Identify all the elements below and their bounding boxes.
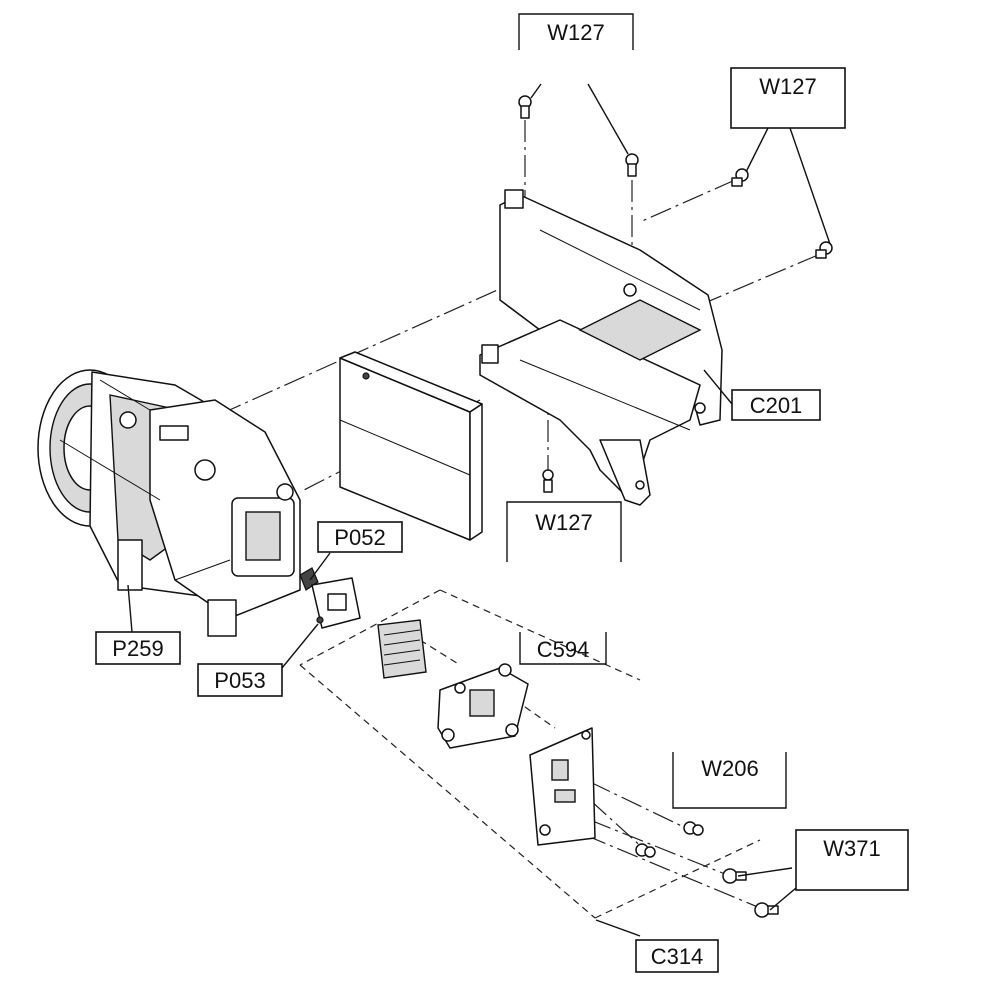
callout-c201-label: C201 — [750, 393, 803, 418]
assembly-guide-lines — [224, 120, 819, 919]
lens-barrel-assembly — [37, 369, 301, 637]
screws — [518, 95, 833, 918]
insulation-sheet — [339, 351, 483, 541]
screw-w127-c — [731, 168, 749, 187]
screw-w127-a — [518, 95, 532, 119]
callout-w371-label: W371 — [823, 836, 880, 861]
callout-c314: C314 — [635, 939, 719, 973]
screw-w127-b — [625, 153, 639, 177]
callout-leaders — [127, 83, 831, 937]
screw-w127-d — [815, 241, 833, 259]
callout-p053-label: P053 — [214, 668, 265, 693]
callout-w127-right-label: W127 — [759, 74, 816, 99]
callout-w127-top-label: W127 — [547, 20, 604, 45]
callout-p259-label: P259 — [112, 636, 163, 661]
callout-w371: W371 — [795, 829, 909, 891]
screw-w206-b — [683, 821, 704, 836]
callout-w127-right: W127 — [730, 67, 846, 129]
callout-c314-label: C314 — [651, 944, 704, 969]
callout-p052: P052 — [317, 521, 403, 553]
image-sensor-parts — [299, 567, 596, 846]
screw-w371-a — [722, 868, 747, 884]
callout-w127-bottom-label: W127 — [535, 510, 592, 535]
callout-p259: P259 — [95, 631, 181, 665]
callout-w127-bottom: W127 — [506, 501, 622, 562]
mounting-bracket — [479, 189, 723, 506]
callout-c201: C201 — [731, 389, 821, 421]
screw-w206-a — [635, 843, 656, 858]
callout-c594: C594 — [519, 632, 607, 665]
callout-w206: W206 — [672, 752, 787, 809]
callout-p052-label: P052 — [334, 525, 385, 550]
screw-w371-b — [754, 902, 779, 918]
screw-w127-e — [542, 469, 554, 493]
callout-c594-label: C594 — [537, 637, 590, 662]
callout-w127-top: W127 — [518, 13, 634, 50]
callout-p053: P053 — [197, 663, 283, 697]
callout-w206-label: W206 — [701, 756, 758, 781]
